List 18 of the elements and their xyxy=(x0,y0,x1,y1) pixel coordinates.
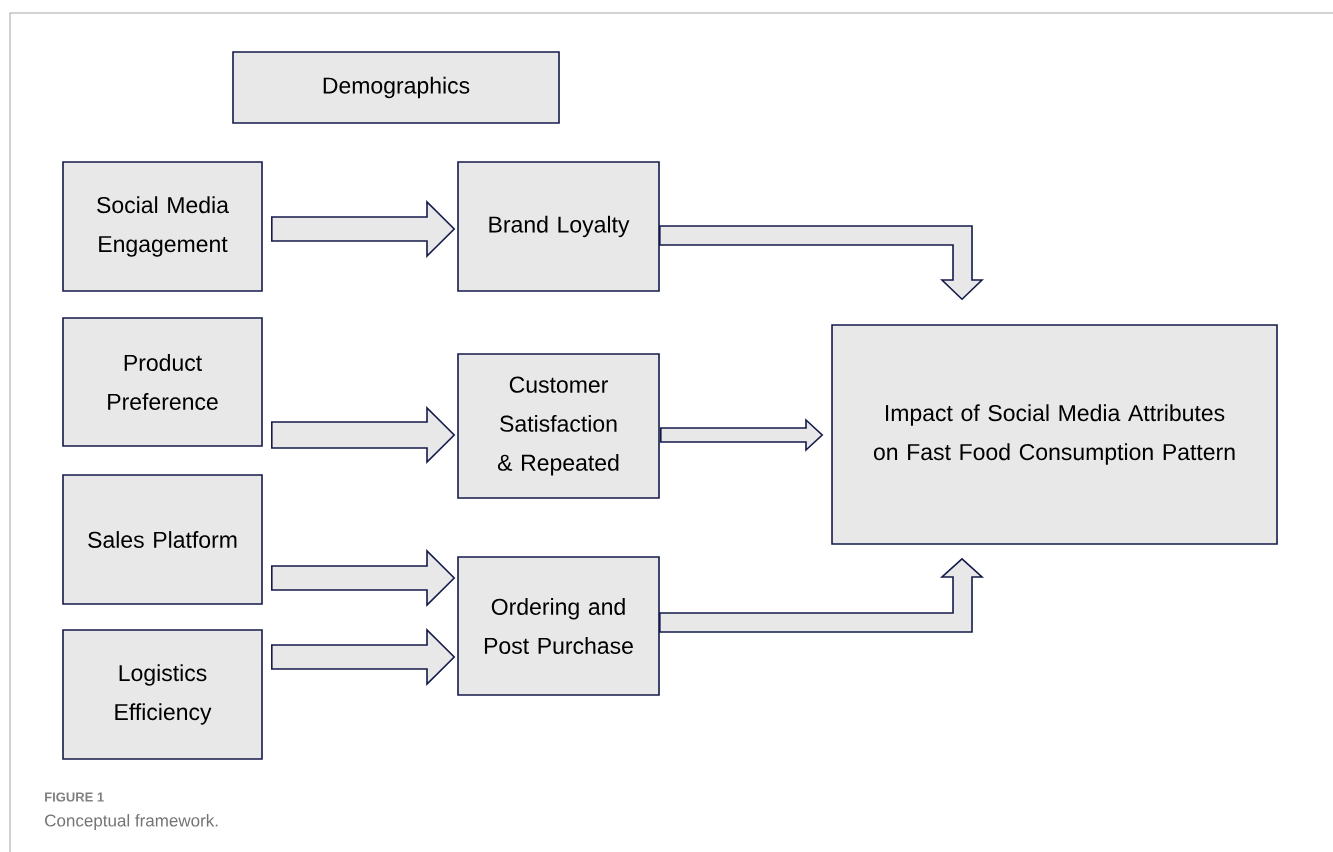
concept-box: Product Preference xyxy=(62,317,263,447)
concept-box: Sales Platform xyxy=(62,474,263,605)
concept-box: Ordering and Post Purchase xyxy=(457,556,660,696)
concept-box: Impact of Social Media Attributes on Fast Food Consumption Pattern xyxy=(831,324,1278,545)
concept-box: Brand Loyalty xyxy=(457,161,660,292)
block-arrow xyxy=(271,628,456,686)
block-arrow xyxy=(271,200,456,258)
block-arrow xyxy=(660,418,824,452)
block-arrow xyxy=(271,549,456,607)
block-arrow xyxy=(659,225,984,301)
concept-box: Customer Satisfaction & Repeated xyxy=(457,353,660,499)
block-arrow xyxy=(271,406,456,464)
concept-box: Logistics Efficiency xyxy=(62,629,263,760)
caption: Conceptual framework. xyxy=(45,814,218,830)
concept-box: Demographics xyxy=(232,51,560,124)
block-arrow xyxy=(659,557,985,633)
figure-number: FIGURE 1 xyxy=(45,792,104,802)
concept-box: Social Media Engagement xyxy=(62,161,263,292)
